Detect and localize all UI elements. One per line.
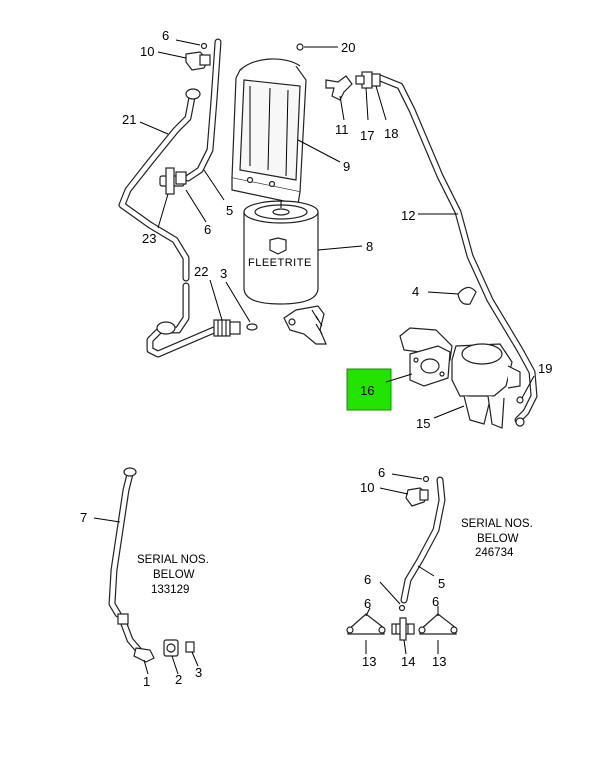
- clip-4: [457, 286, 477, 305]
- serial-note-right: SERIAL NOS. BELOW 246734: [461, 518, 533, 559]
- callout-12: 12: [401, 208, 415, 223]
- callout-5: 5: [226, 203, 233, 218]
- gasket-16: [409, 345, 451, 387]
- callout-2: 2: [175, 672, 182, 687]
- callout-10: 10: [360, 480, 374, 495]
- callout-23: 23: [142, 231, 156, 246]
- serial-note-right-line2: BELOW: [477, 533, 519, 545]
- callout-3: 3: [195, 665, 202, 680]
- callout-14: 14: [401, 654, 415, 669]
- callout-7: 7: [80, 510, 87, 525]
- callout-6: 6: [204, 222, 211, 237]
- callout-9: 9: [343, 159, 350, 174]
- plug-3: [185, 641, 195, 653]
- callout-18: 18: [384, 126, 398, 141]
- elbow-fitting-10-alt: [405, 487, 429, 507]
- fuel-line-21: [118, 88, 218, 358]
- serial-note-right-line1: SERIAL NOS.: [461, 518, 533, 530]
- clamp-13-left: [346, 613, 386, 635]
- elbow-fitting-1: [133, 647, 155, 663]
- callout-6: 6: [364, 596, 371, 611]
- connector-17-18: [355, 71, 381, 89]
- washer-6-top: [200, 42, 208, 50]
- callout-11: 11: [335, 122, 349, 137]
- filter-brand-label: FLEETRITE: [248, 257, 312, 269]
- clamp-13-right: [418, 613, 458, 635]
- filter-outlet-fitting: [283, 305, 327, 345]
- elbow-fitting-11: [325, 75, 353, 101]
- callout-16: 16: [360, 383, 374, 398]
- callout-6: 6: [162, 28, 169, 43]
- serial-note-left: SERIAL NOS. BELOW 133129: [137, 554, 209, 596]
- callout-13: 13: [362, 654, 376, 669]
- fuel-line-12: [376, 74, 538, 424]
- callout-13: 13: [432, 654, 446, 669]
- callout-3: 3: [220, 266, 227, 281]
- fuel-line-7: [108, 467, 146, 658]
- leader-lines-bottom-left: [93, 517, 199, 675]
- serial-note-right-line3: 246734: [475, 547, 514, 559]
- leader-lines-top: [139, 39, 535, 419]
- fitting-22: [213, 319, 258, 337]
- serial-note-left-line2: BELOW: [153, 569, 195, 581]
- callout-10: 10: [140, 44, 154, 59]
- fitting-2: [163, 639, 179, 657]
- callout-6: 6: [378, 465, 385, 480]
- highlight-box-16: [346, 368, 392, 411]
- elbow-fitting-10: [185, 51, 211, 71]
- fuel-pump-15: [399, 327, 521, 429]
- callout-6: 6: [364, 572, 371, 587]
- serial-note-left-line3: 133129: [151, 584, 189, 596]
- washer-6-alt-lower: [398, 604, 406, 612]
- callout-4: 4: [412, 284, 419, 299]
- callout-15: 15: [416, 416, 430, 431]
- screw-20: [296, 43, 304, 51]
- fitting-19: [515, 396, 525, 427]
- callout-6: 6: [432, 594, 439, 609]
- serial-note-left-line1: SERIAL NOS.: [137, 554, 209, 566]
- callout-21: 21: [122, 112, 136, 127]
- fuel-line-5-alt: [400, 476, 446, 604]
- callout-5: 5: [438, 576, 445, 591]
- union-14: [391, 617, 415, 641]
- callout-8: 8: [366, 239, 373, 254]
- callout-1: 1: [143, 674, 150, 689]
- callout-17: 17: [360, 128, 374, 143]
- callout-22: 22: [194, 264, 208, 279]
- fuel-line-5: [184, 38, 222, 182]
- callout-19: 19: [538, 361, 552, 376]
- washer-6-alt: [422, 475, 430, 483]
- callout-20: 20: [341, 40, 355, 55]
- leader-lines-bottom-right: [365, 473, 439, 655]
- tee-fitting-23: [159, 167, 187, 195]
- filter-bracket-9: [231, 58, 307, 205]
- fuel-filter-8: FLEETRITE: [243, 200, 319, 305]
